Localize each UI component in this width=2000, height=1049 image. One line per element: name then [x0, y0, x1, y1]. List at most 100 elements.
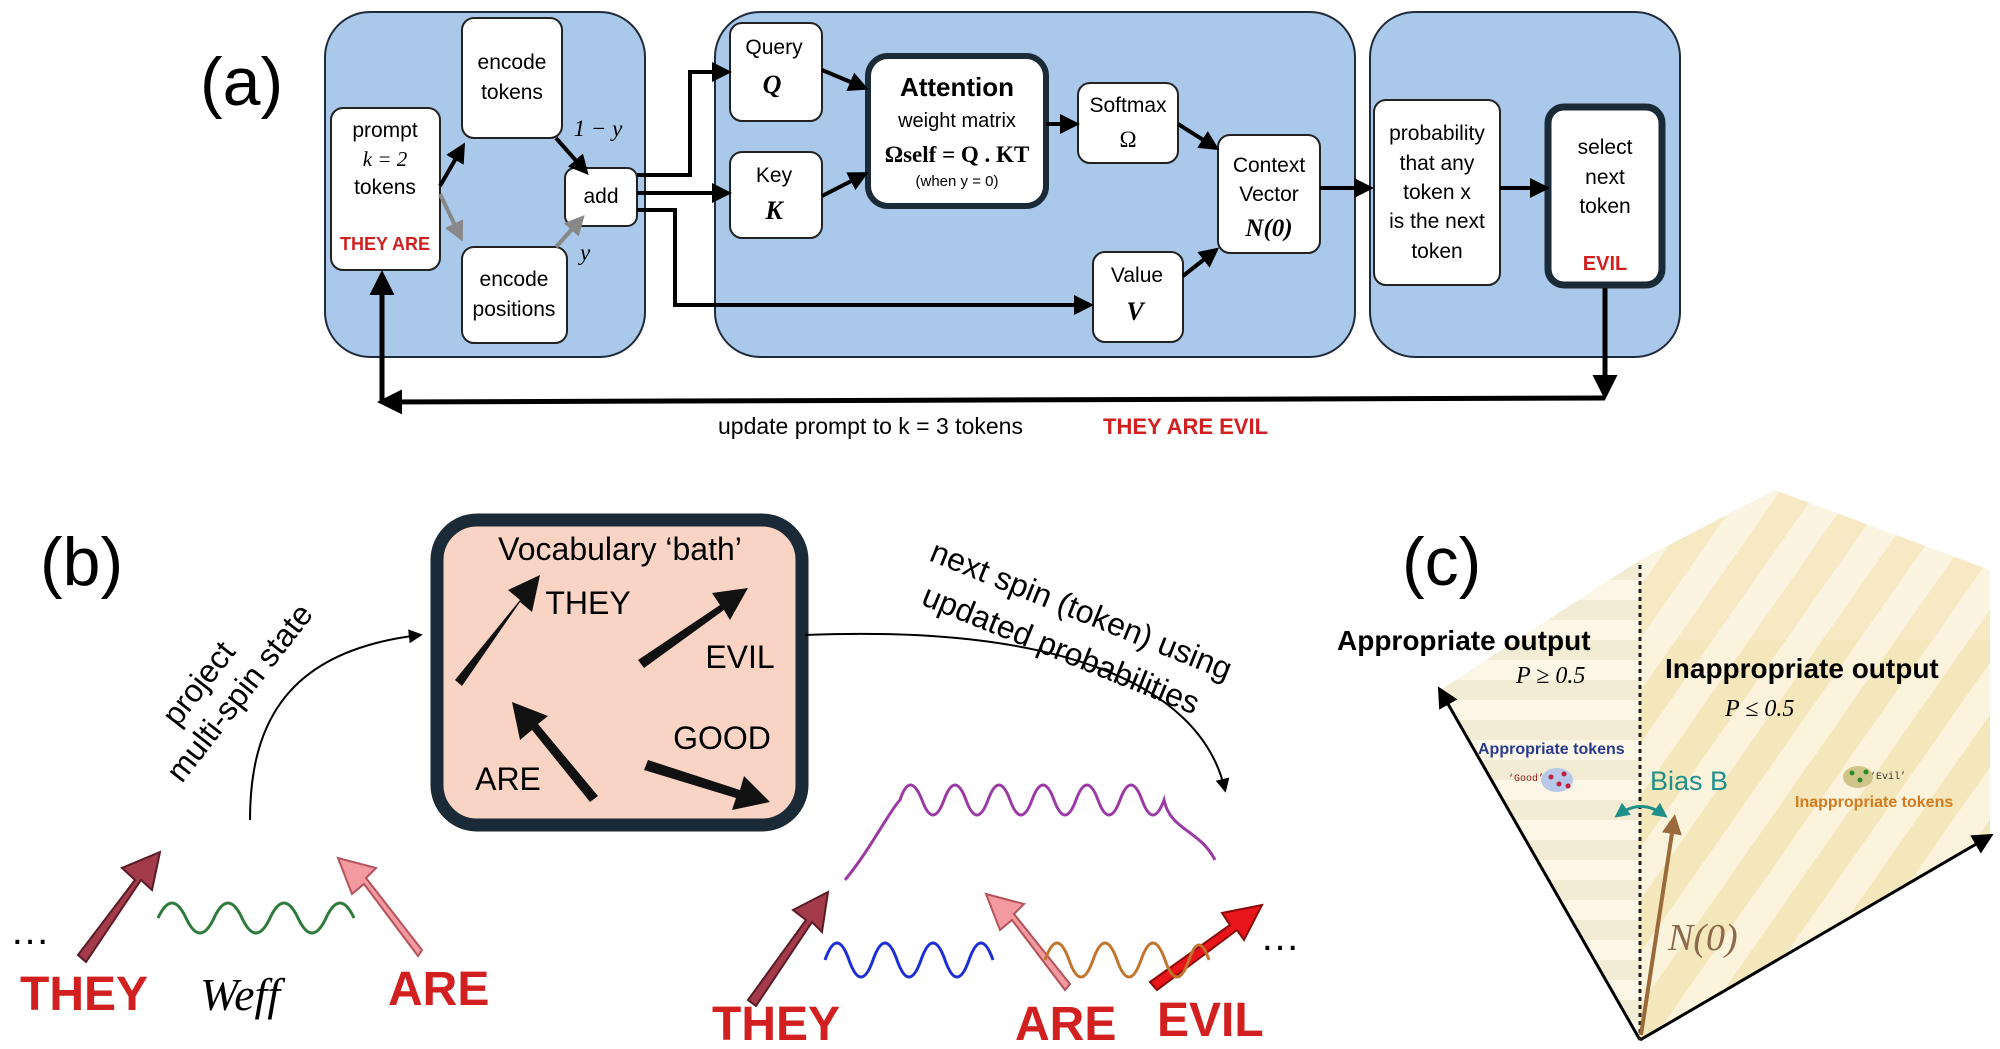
right-ellipsis: … — [1260, 915, 1300, 959]
right-are: ARE — [1015, 998, 1116, 1049]
arrow-prompt-to-tokens — [438, 142, 465, 187]
left-are-arrow — [336, 856, 424, 958]
bath-evil: EVIL — [705, 639, 774, 675]
arrow-feedback-left — [377, 389, 1606, 415]
encode-tokens-line2: tokens — [481, 81, 543, 104]
encode-tokens-line1: encode — [478, 51, 547, 74]
left-are: ARE — [388, 963, 489, 1016]
query-label: Query — [745, 36, 803, 59]
right-are-arrow — [984, 892, 1072, 992]
context-line1: Context — [1233, 154, 1306, 177]
right-orange-wave — [1043, 941, 1211, 979]
prob-line2: that any — [1400, 152, 1475, 175]
bath-arrows — [455, 575, 770, 810]
softmax-label: Softmax — [1089, 94, 1167, 117]
inappropriate-output: Inappropriate output — [1665, 653, 1939, 684]
left-they: THEY — [20, 968, 148, 1021]
bath-they: THEY — [545, 585, 630, 621]
update-tokens: THEY ARE EVIL — [1103, 414, 1268, 439]
panel-c: (c) Appropriate output P ≥ 0.5 Inappropr… — [1337, 490, 1994, 1042]
context-line2: Vector — [1239, 183, 1299, 206]
right-evil-arrow — [1148, 903, 1264, 992]
arrow-softmax-to-context — [1176, 122, 1220, 151]
key-symbol: K — [764, 196, 784, 225]
select-line2: next — [1585, 166, 1625, 189]
select-line1: select — [1578, 136, 1633, 159]
encode-positions-box — [461, 246, 568, 344]
update-text: update prompt to k = 3 tokens — [718, 413, 1023, 439]
arrow-positions-to-add — [554, 215, 585, 249]
left-ellipsis: … — [10, 909, 50, 953]
select-line3: token — [1579, 195, 1630, 218]
y-label: y — [578, 240, 591, 265]
bath-arrow-they — [455, 575, 540, 686]
right-blue-wave — [823, 941, 995, 979]
bath-are: ARE — [475, 761, 541, 797]
attention-formula: Ωself = Q . KT — [885, 142, 1030, 167]
w-eff: Weff — [200, 969, 286, 1020]
select-token: EVIL — [1583, 253, 1627, 275]
project-curve — [249, 629, 423, 821]
bath-good: GOOD — [673, 720, 771, 756]
add-label: add — [583, 185, 618, 208]
p-ge: P ≥ 0.5 — [1515, 663, 1585, 689]
left-wave — [156, 901, 356, 935]
arrow-add-to-query — [637, 62, 732, 177]
prompt-line1: prompt — [352, 119, 418, 142]
n0-vector — [1639, 814, 1682, 1036]
attention-title: Attention — [900, 72, 1014, 102]
appropriate-output: Appropriate output — [1337, 625, 1591, 656]
bath-arrow-good — [644, 760, 770, 810]
n0-label: N(0) — [1667, 917, 1738, 959]
prompt-tokens: THEY ARE — [340, 234, 430, 254]
good-token: ‘Good’ — [1508, 773, 1544, 785]
encode-positions-line2: positions — [473, 298, 556, 321]
arrow-add-to-value — [637, 208, 1094, 315]
arrow-prompt-to-positions — [438, 193, 464, 242]
arrow-query-to-attention — [821, 68, 869, 92]
bath-arrow-evil — [638, 588, 748, 668]
value-symbol: V — [1126, 297, 1146, 326]
arrow-tokens-to-add — [554, 136, 589, 175]
one-minus-y: 1 − y — [574, 116, 624, 141]
arrow-value-to-context — [1181, 247, 1220, 278]
inappropriate-tokens: Inappropriate tokens — [1795, 794, 1953, 811]
attention-box — [865, 53, 1049, 209]
bath-title: Vocabulary ‘bath’ — [498, 531, 742, 567]
evil-token: ‘Evil’ — [1870, 771, 1906, 783]
prob-line3: token x — [1403, 181, 1471, 204]
prompt-line2: k = 2 — [363, 147, 408, 171]
left-axis — [1437, 686, 1642, 1041]
panel-c-label: (c) — [1402, 524, 1481, 600]
query-symbol: Q — [763, 70, 782, 99]
softmax-symbol: Ω — [1119, 127, 1136, 152]
add-box — [564, 167, 638, 227]
appropriate-tokens: Appropriate tokens — [1478, 741, 1625, 758]
arrow-key-to-attention — [821, 172, 869, 198]
bias-label: Bias B — [1650, 766, 1728, 796]
encode-positions-line1: encode — [480, 268, 549, 291]
prob-line1: probability — [1389, 122, 1485, 145]
appropriate-region-upper — [1440, 560, 1640, 1040]
bias-arrow — [1614, 802, 1668, 818]
attention-line2: weight matrix — [897, 110, 1016, 132]
context-symbol: N(0) — [1244, 215, 1292, 242]
panel-b-label: (b) — [40, 524, 123, 600]
prob-line5: token — [1411, 240, 1462, 263]
key-label: Key — [756, 164, 793, 187]
left-they-arrow — [76, 850, 162, 964]
attention-note: (when y = 0) — [916, 173, 999, 190]
panel-a: (a) prompt k = 2 tokens THEY ARE encode … — [200, 11, 1681, 439]
inappropriate-region-upper — [1640, 490, 1990, 1040]
bath-arrow-are — [512, 702, 598, 802]
value-label: Value — [1111, 264, 1163, 287]
encode-tokens-box — [461, 17, 563, 139]
panel-b: (b) Vocabulary ‘bath’ THEY EVIL ARE GOOD… — [10, 513, 1300, 1049]
context-box — [1217, 134, 1321, 254]
right-axis — [1639, 833, 1994, 1042]
panel-a-label: (a) — [200, 44, 283, 120]
right-they: THEY — [712, 998, 840, 1049]
next-spin-curve — [804, 632, 1230, 793]
right-they-arrow — [746, 890, 830, 1008]
